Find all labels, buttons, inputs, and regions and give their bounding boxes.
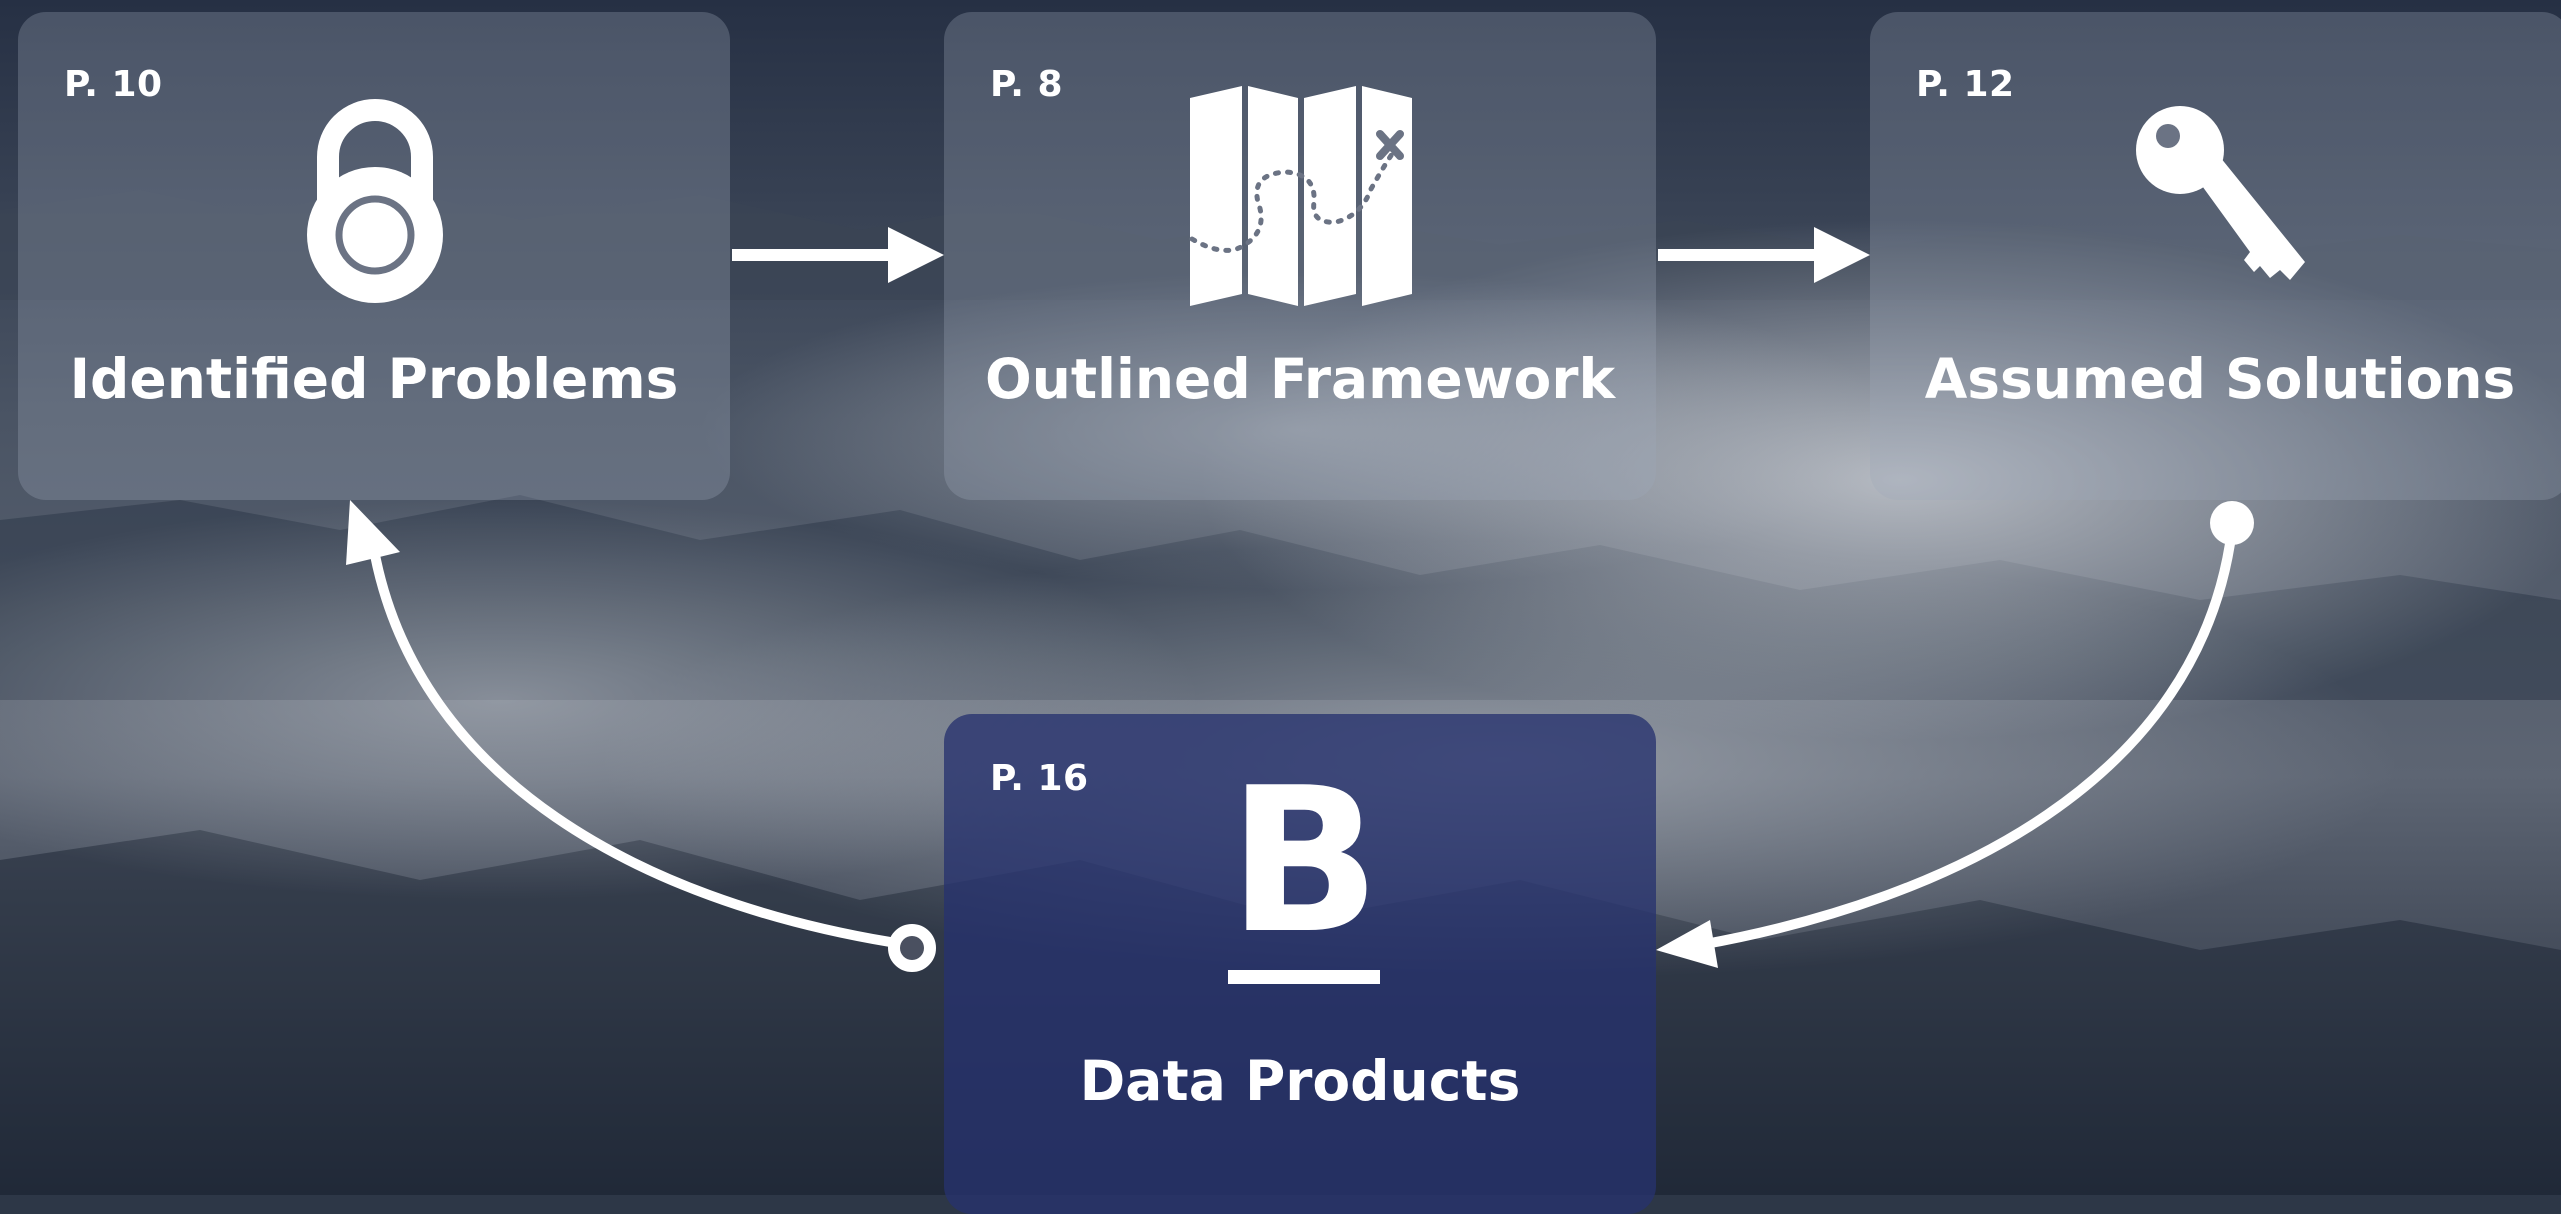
node-identified-problems: P. 10 Identified Problems [18, 12, 730, 500]
node-label: Assumed Solutions [1924, 347, 2516, 411]
page-reference: P. 10 [64, 64, 163, 105]
node-label: Data Products [1079, 1049, 1521, 1113]
node-label: Outlined Framework [984, 347, 1616, 411]
lock-icon [307, 99, 443, 303]
map-icon [1189, 86, 1412, 306]
node-assumed-solutions: P. 12 Assumed Solutions [1870, 12, 2561, 500]
page-reference: P. 8 [990, 64, 1064, 105]
b-underline [1228, 970, 1380, 984]
bold-b-icon: B [1228, 762, 1380, 984]
node-data-products: P. 16 B Data Products [944, 714, 1656, 1214]
node-label: Identified Problems [69, 347, 679, 411]
bold-b-glyph: B [1228, 745, 1381, 978]
page-reference: P. 16 [990, 758, 1089, 799]
key-icon [2136, 106, 2305, 280]
page-reference: P. 12 [1916, 64, 2015, 105]
node-outlined-framework: P. 8 Outlined Framework [944, 12, 1656, 500]
